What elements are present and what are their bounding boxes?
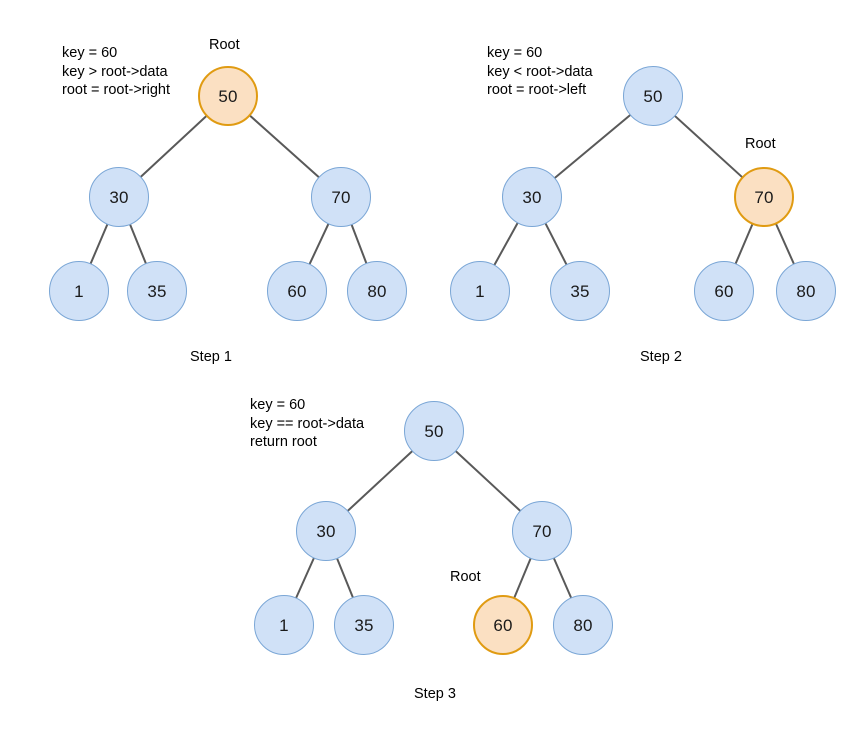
- tree-edge: [455, 450, 521, 512]
- step-caption-3: Step 3: [414, 686, 456, 702]
- tree-node-value: 1: [475, 281, 485, 301]
- tree-node-value: 1: [279, 615, 289, 635]
- step-code-annotation: key = 60 key == root->data return root: [250, 397, 365, 450]
- tree-node-value: 60: [714, 281, 734, 301]
- tree-edge: [493, 222, 519, 266]
- tree-node-50[interactable]: 50: [198, 66, 258, 126]
- tree-node-80[interactable]: 80: [553, 595, 613, 655]
- root-pointer-label: Root: [745, 136, 776, 152]
- tree-edge: [140, 115, 207, 178]
- tree-edge: [308, 223, 330, 265]
- tree-edge: [350, 224, 368, 264]
- step-caption-2: Step 2: [640, 349, 682, 365]
- tree-node-30[interactable]: 30: [296, 501, 356, 561]
- tree-node-value: 50: [424, 421, 444, 441]
- tree-edge: [336, 557, 354, 599]
- tree-edge: [554, 114, 631, 179]
- tree-edge: [89, 223, 109, 265]
- tree-node-70[interactable]: 70: [734, 167, 794, 227]
- tree-edge: [544, 222, 568, 266]
- tree-edge: [552, 557, 573, 599]
- tree-node-value: 50: [218, 86, 238, 106]
- tree-node-60[interactable]: 60: [473, 595, 533, 655]
- tree-node-value: 70: [331, 187, 351, 207]
- tree-node-value: 60: [493, 615, 513, 635]
- tree-node-value: 30: [522, 187, 542, 207]
- tree-edge: [513, 557, 532, 599]
- tree-node-value: 80: [573, 615, 593, 635]
- step-caption-1: Step 1: [190, 349, 232, 365]
- tree-node-60[interactable]: 60: [267, 261, 327, 321]
- tree-edge: [674, 115, 743, 178]
- tree-node-value: 50: [643, 86, 663, 106]
- tree-node-70[interactable]: 70: [311, 167, 371, 227]
- tree-node-value: 35: [354, 615, 374, 635]
- tree-edge: [295, 557, 315, 599]
- tree-node-value: 1: [74, 281, 84, 301]
- tree-edge: [129, 223, 147, 265]
- tree-node-value: 80: [367, 281, 387, 301]
- tree-node-35[interactable]: 35: [334, 595, 394, 655]
- tree-node-35[interactable]: 35: [127, 261, 187, 321]
- tree-node-35[interactable]: 35: [550, 261, 610, 321]
- step-code-annotation: key = 60 key > root->data root = root->r…: [62, 45, 170, 98]
- tree-node-30[interactable]: 30: [89, 167, 149, 227]
- tree-node-1[interactable]: 1: [254, 595, 314, 655]
- root-pointer-label: Root: [209, 37, 240, 53]
- tree-node-30[interactable]: 30: [502, 167, 562, 227]
- tree-node-1[interactable]: 1: [450, 261, 510, 321]
- tree-node-70[interactable]: 70: [512, 501, 572, 561]
- tree-node-50[interactable]: 50: [404, 401, 464, 461]
- root-pointer-label: Root: [450, 569, 481, 585]
- tree-edge: [347, 450, 413, 512]
- tree-node-value: 80: [796, 281, 816, 301]
- tree-edge: [249, 114, 320, 179]
- tree-node-value: 70: [532, 521, 552, 541]
- tree-node-80[interactable]: 80: [776, 261, 836, 321]
- tree-node-value: 60: [287, 281, 307, 301]
- tree-node-value: 35: [570, 281, 590, 301]
- tree-node-value: 30: [109, 187, 129, 207]
- step-code-annotation: key = 60 key < root->data root = root->l…: [487, 45, 593, 98]
- tree-node-value: 30: [316, 521, 336, 541]
- tree-node-value: 70: [754, 187, 774, 207]
- tree-node-50[interactable]: 50: [623, 66, 683, 126]
- tree-edge: [775, 223, 795, 265]
- tree-edge: [734, 223, 754, 265]
- tree-node-1[interactable]: 1: [49, 261, 109, 321]
- tree-node-60[interactable]: 60: [694, 261, 754, 321]
- tree-node-80[interactable]: 80: [347, 261, 407, 321]
- tree-node-value: 35: [147, 281, 167, 301]
